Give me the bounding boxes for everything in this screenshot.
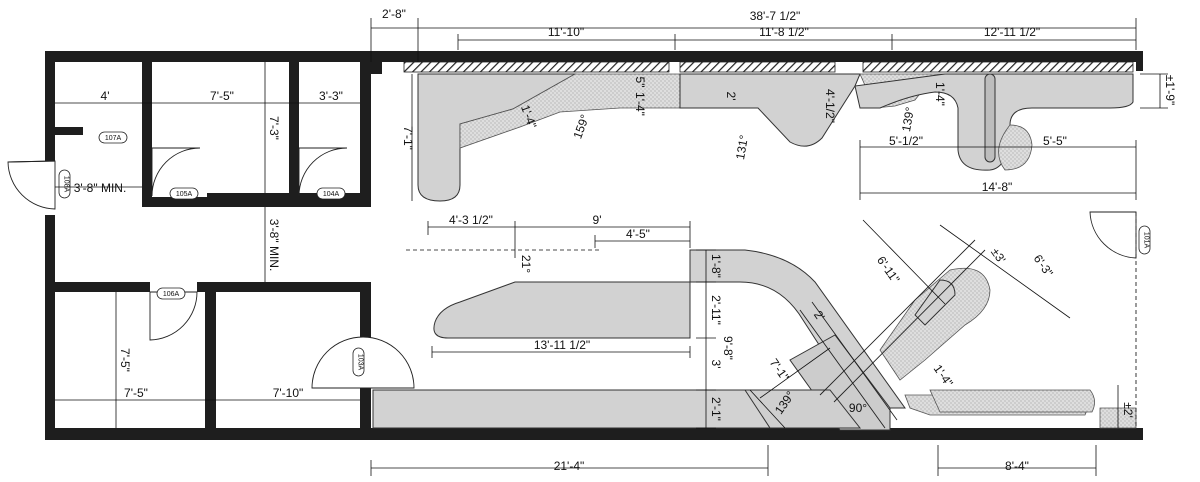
dim-5-5: 5'-5" (1043, 134, 1067, 148)
svg-text:106A: 106A (163, 291, 180, 298)
dim-diag-1-4: 1'-4" (931, 362, 956, 390)
svg-text:104A: 104A (323, 191, 340, 198)
angle-159: 159° (570, 112, 592, 140)
dim-diag-6-11: 6'-11" (874, 254, 902, 286)
dim-corridor-min-vertical: 3'-8" MIN. (267, 219, 281, 272)
door-tag-106A: 106A (156, 287, 186, 300)
angle-131: 131° (733, 134, 751, 161)
dim-bottom-left: 21'-4" (554, 459, 585, 473)
dim-diag-7-1: 7'-1" (767, 356, 792, 384)
dim-diag-3: ±3' (988, 245, 1008, 266)
dim-2ft: 2' (724, 92, 738, 101)
top-counter (417, 73, 1134, 202)
dim-1-4-left: 1'-4" (633, 92, 647, 116)
dimension-labels: 2'-8" 38'-7 1/2" 11'-10" 11'-8 1/2" 12'-… (74, 7, 1177, 473)
svg-text:101A: 101A (1143, 232, 1150, 249)
dim-room-104-width: 3'-3" (319, 89, 343, 103)
door-tag-103A: 103A (352, 347, 365, 377)
svg-text:103A: 103A (357, 354, 364, 371)
hatched-wall-strips (403, 61, 1134, 73)
dim-island-1-8: 1'-8" (709, 254, 723, 278)
dim-bottom-right: 8'-4" (1005, 459, 1029, 473)
dim-seg-a: 11'-10" (548, 25, 584, 39)
dim-room-103-width: 7'-10" (273, 386, 304, 400)
dim-seg-b: 11'-8 1/2" (759, 25, 809, 39)
dim-room-107-width: 4' (101, 89, 110, 103)
angle-139-top: 139° (899, 106, 917, 133)
dim-diag-6-3: 6'-3" (1031, 252, 1056, 280)
dimension-lines (55, 18, 1168, 476)
dim-island-2-11: 2'-11" (709, 295, 723, 325)
diagonal-structure (799, 239, 986, 429)
dim-4-half: 4'-1/2" (823, 89, 837, 123)
door-tags: 107A 108A 105A 104A 106A 103A 101A (58, 131, 1151, 377)
angle-21: 21° (519, 255, 533, 273)
dim-island-9ft: 9' (593, 213, 602, 227)
dim-top-small: 2'-8" (382, 7, 406, 21)
dim-1-4-right: 1'-4" (933, 82, 947, 106)
dim-total-9-8: 9'-8" (721, 336, 735, 360)
dim-bottom-2-1: 2'-1" (709, 397, 723, 421)
dim-right-edge: ±1'-9" (1163, 75, 1177, 105)
dim-island-offset: 4'-3 1/2" (449, 213, 493, 227)
dim-corridor-min-horizontal: 3'-8" MIN. (74, 181, 127, 195)
svg-text:107A: 107A (105, 135, 122, 142)
dim-gap-3: 3' (709, 360, 723, 369)
dim-island-4-5: 4'-5" (626, 227, 650, 241)
exterior-walls (45, 51, 1143, 440)
dim-14-8: 14'-8" (982, 180, 1013, 194)
dim-diag-2-right: ±2' (1121, 402, 1135, 418)
island-counters (372, 249, 1137, 431)
door-tag-108A: 108A (58, 169, 71, 199)
dim-room-106-width: 7'-5" (124, 386, 148, 400)
dim-room-105-width: 7'-5" (210, 89, 234, 103)
door-tag-105A: 105A (169, 187, 199, 200)
door-tag-107A: 107A (98, 131, 128, 144)
dim-room-106-height: 7'-5" (118, 348, 132, 372)
door-tag-104A: 104A (316, 187, 346, 200)
dim-counter-depth: 7'-1" (401, 126, 415, 150)
door-tag-101A: 101A (1138, 225, 1151, 255)
dim-5-inch: 5" (633, 77, 647, 88)
dim-room-height: 7'-3" (267, 116, 281, 140)
svg-text:105A: 105A (176, 191, 193, 198)
dim-top-total: 38'-7 1/2" (750, 9, 801, 23)
dim-5-half: 5'-1/2" (889, 134, 923, 148)
dim-island-length: 13'-11 1/2" (534, 338, 590, 352)
svg-text:108A: 108A (63, 176, 70, 193)
angle-90: 90° (849, 401, 867, 415)
dim-seg-c: 12'-11 1/2" (984, 25, 1040, 39)
